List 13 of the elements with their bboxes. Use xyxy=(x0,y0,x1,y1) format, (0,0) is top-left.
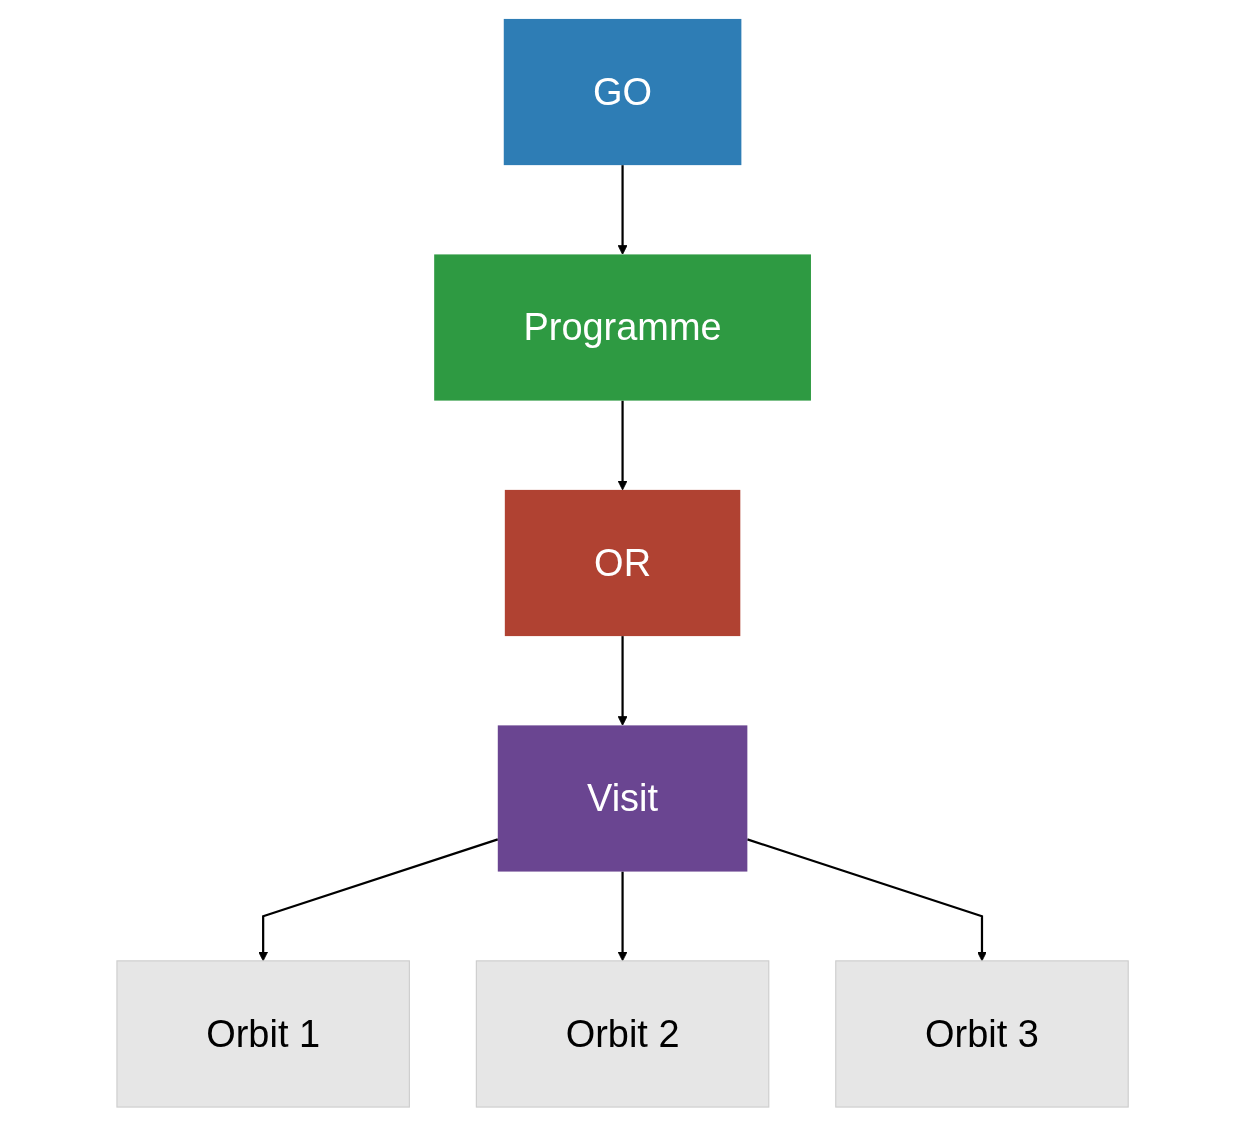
node-box: GO xyxy=(503,18,742,166)
node-box: Orbit 2 xyxy=(475,960,770,1108)
node-box: Visit xyxy=(497,725,748,872)
arrow xyxy=(617,165,628,255)
arrow xyxy=(617,400,628,491)
node-box: Programme xyxy=(434,254,811,401)
arrow xyxy=(258,838,499,962)
node-box: Orbit 3 xyxy=(835,960,1129,1108)
arrow xyxy=(746,838,987,962)
arrow xyxy=(617,636,628,726)
node-box: Orbit 1 xyxy=(116,960,410,1108)
arrow xyxy=(617,871,628,962)
node-box: OR xyxy=(504,489,741,637)
